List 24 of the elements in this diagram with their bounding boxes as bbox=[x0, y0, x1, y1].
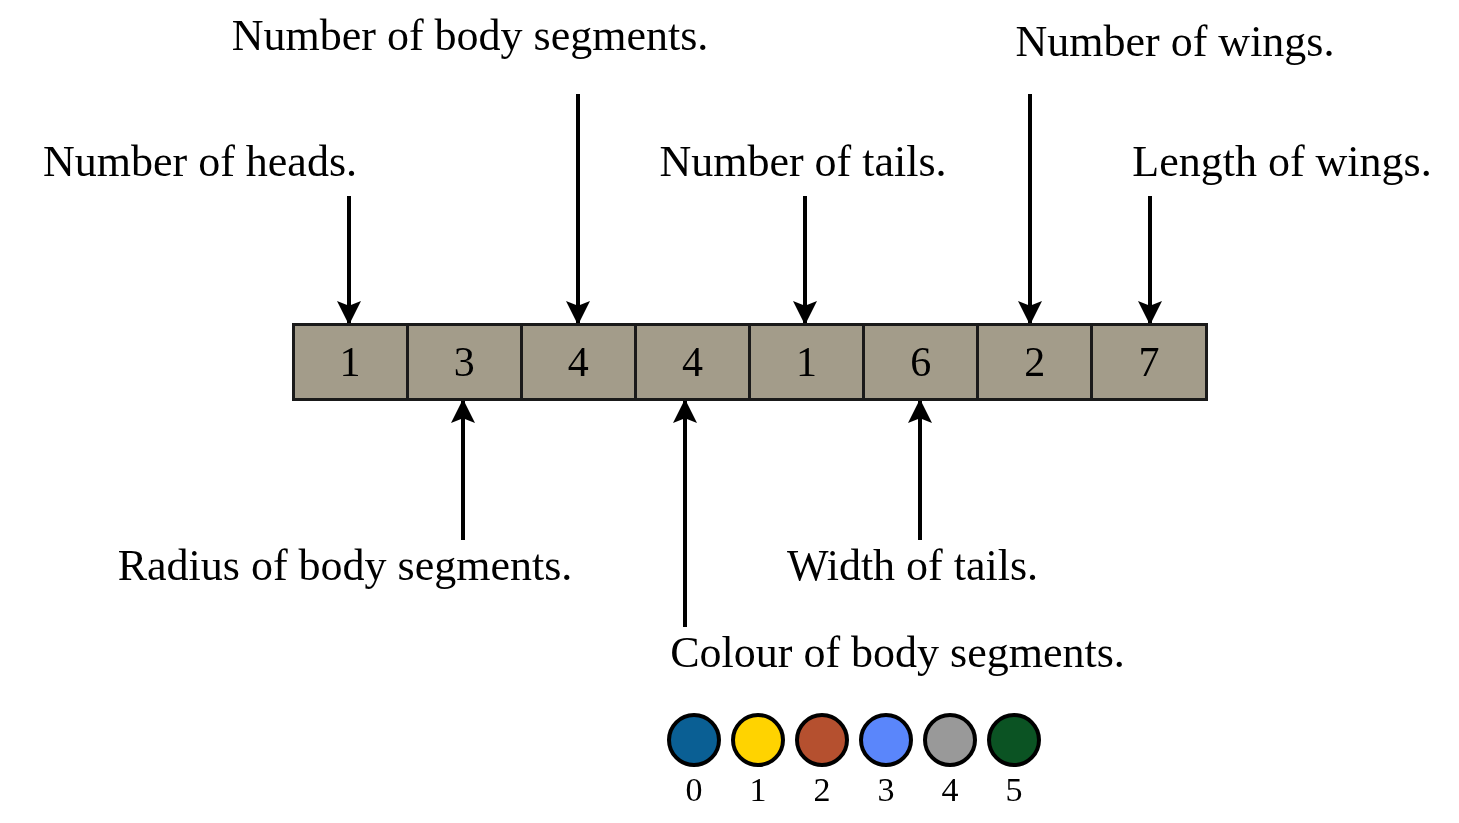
annotation-text: Number of heads. bbox=[43, 136, 357, 188]
arrow bbox=[337, 196, 361, 325]
annotation-text: Length of wings. bbox=[1132, 136, 1432, 188]
arrow bbox=[1018, 94, 1042, 325]
arrow bbox=[673, 399, 697, 627]
legend-label: 0 bbox=[685, 770, 703, 810]
legend-label: 5 bbox=[1005, 770, 1023, 810]
arrow bbox=[908, 399, 932, 540]
legend-label: 1 bbox=[749, 770, 767, 810]
gene-cell: 1 bbox=[291, 323, 409, 401]
legend-label: 2 bbox=[813, 770, 831, 810]
gene-cell: 7 bbox=[1090, 323, 1208, 401]
annotation-text: Number of wings. bbox=[1015, 16, 1335, 68]
annotation-text: Number of tails. bbox=[659, 136, 947, 188]
annotation-text: Number of body segments. bbox=[231, 10, 709, 62]
legend-label: 3 bbox=[877, 770, 895, 810]
annotation-text: Width of tails. bbox=[786, 540, 1039, 592]
arrow bbox=[566, 94, 590, 325]
annotation-text: Colour of body segments. bbox=[670, 627, 1125, 679]
annotation-text: Radius of body segments. bbox=[117, 540, 573, 592]
arrow bbox=[793, 196, 817, 325]
arrow bbox=[451, 399, 475, 540]
legend-label: 4 bbox=[941, 770, 959, 810]
arrow bbox=[1138, 196, 1162, 325]
